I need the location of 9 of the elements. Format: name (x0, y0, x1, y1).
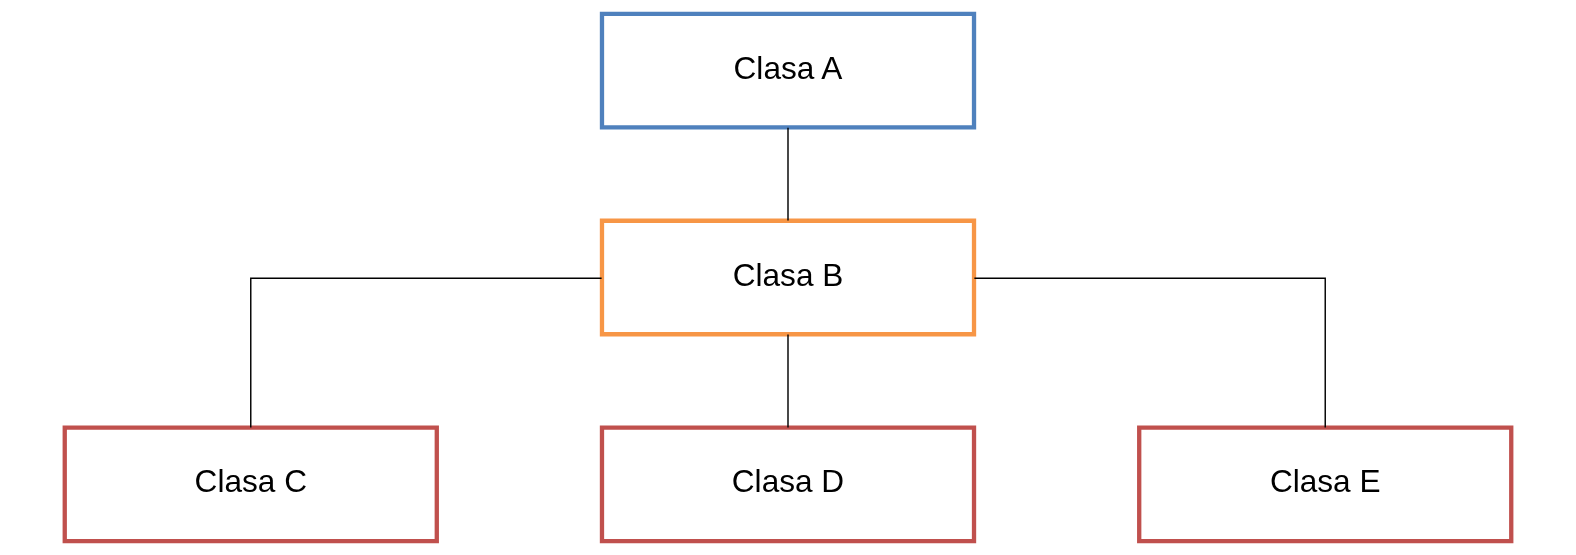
node-box: Clasa A (599, 11, 977, 130)
connector (787, 333, 789, 429)
node-box: Clasa E (1137, 425, 1514, 544)
node-box: Clasa B (599, 218, 977, 337)
node-box: Clasa D (599, 425, 977, 544)
connector (787, 127, 789, 222)
connector (250, 277, 603, 429)
node-box: Clasa C (62, 425, 439, 544)
connector (973, 277, 1326, 429)
